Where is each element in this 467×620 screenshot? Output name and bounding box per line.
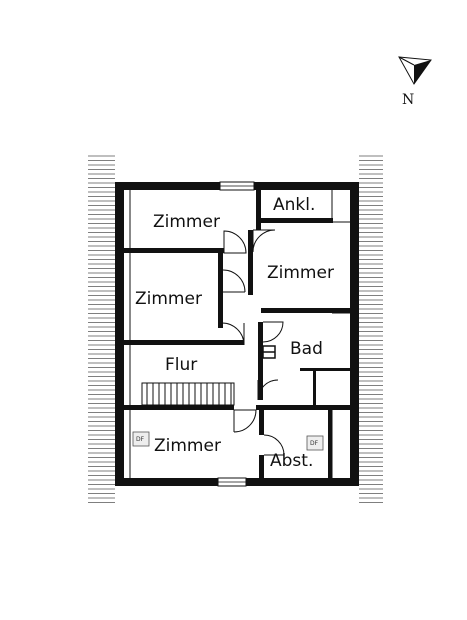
doors — [221, 221, 350, 456]
roof-slope-left — [88, 155, 115, 503]
room-label-zimmer-top-left: Zimmer — [153, 212, 220, 232]
room-label-zimmer-mid-left: Zimmer — [135, 289, 202, 309]
skylight-right: DF — [306, 435, 324, 451]
skylight-label: DF — [136, 436, 145, 443]
skylight-left: DF — [132, 431, 150, 447]
skylight-label: DF — [310, 440, 319, 447]
roof-slope-right — [359, 155, 383, 503]
north-label: N — [402, 92, 414, 108]
room-label-zimmer-bottom: Zimmer — [154, 436, 221, 456]
staircase — [141, 382, 235, 406]
room-label-flur: Flur — [165, 355, 197, 375]
room-label-zimmer-right: Zimmer — [267, 263, 334, 283]
north-arrow-icon — [398, 56, 432, 85]
windows — [217, 181, 255, 487]
room-label-ankl: Ankl. — [273, 195, 315, 215]
room-label-bad: Bad — [290, 339, 323, 359]
room-label-abst: Abst. — [270, 451, 313, 471]
interior-walls — [124, 190, 350, 478]
